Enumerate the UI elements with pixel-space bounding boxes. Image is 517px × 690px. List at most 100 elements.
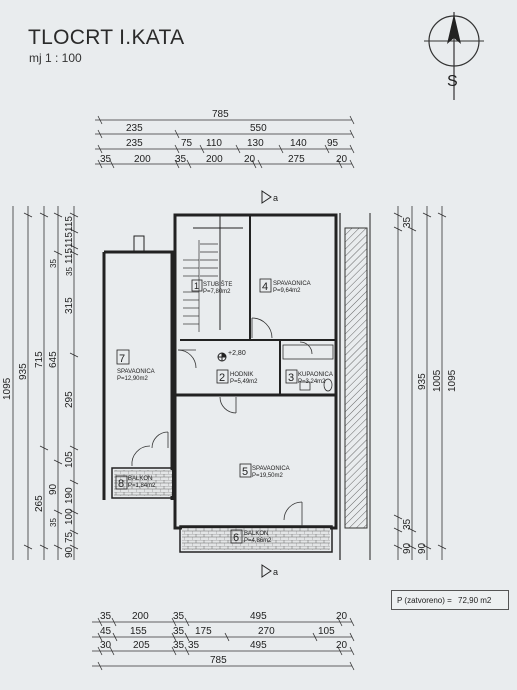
room-3: 3 KUPAONICA P=3,24m2: [285, 369, 333, 385]
dim-label: 35: [402, 216, 413, 228]
dim-label: 275: [288, 154, 305, 165]
section-marker-top: a: [261, 190, 278, 204]
room-name: SPAVAONICA: [252, 466, 290, 472]
section-marker-label: a: [273, 567, 278, 577]
section-marker-bottom: a: [261, 564, 278, 578]
dim-label: 35: [49, 518, 58, 527]
room-number: 5: [242, 466, 248, 478]
room-area: P=4,86m2: [244, 538, 272, 544]
dim-label: 235: [126, 138, 143, 149]
left-dimensions: [12, 206, 79, 560]
room-5: 5 SPAVAONICA P=19,50m2: [239, 463, 290, 479]
dim-label: 155: [130, 626, 147, 637]
total-area-value: 72,90 m2: [458, 596, 492, 605]
dim-label: 315: [64, 297, 75, 314]
room-8: 8 BALKON P=1,84m2: [115, 475, 156, 490]
total-area-label: P (zatvoreno) =: [397, 596, 452, 605]
room-name: SPAVAONICA: [273, 281, 311, 287]
dim-label: 100: [64, 508, 75, 525]
dim-label: 115: [64, 216, 75, 232]
bottom-dimensions: [92, 617, 355, 671]
dim-label: 785: [212, 109, 229, 120]
dim-label: 495: [250, 640, 267, 651]
dim-label: 130: [247, 138, 264, 149]
right-dim-labels: 35 35 90 935 90 1005 1095: [402, 216, 458, 554]
dim-label: 35: [188, 640, 200, 651]
room-name: STUBIŠTE: [203, 281, 232, 288]
dim-label: 20: [336, 154, 348, 165]
room-number: 6: [233, 532, 239, 544]
dim-label: 35: [402, 518, 413, 530]
dim-label: 1095: [2, 377, 13, 400]
room-area: P=3,24m2: [298, 379, 326, 385]
dim-label: 105: [64, 451, 75, 468]
balcony-tiles: [182, 528, 330, 550]
dim-label: 175: [195, 626, 212, 637]
dim-label: 30: [100, 640, 112, 651]
room-area: P=12,90m2: [117, 376, 149, 382]
room-number: 2: [219, 372, 225, 384]
dim-label: 935: [417, 373, 428, 390]
north-compass-icon: S: [424, 12, 484, 100]
dim-label: 200: [132, 611, 149, 622]
dim-label: 105: [318, 626, 335, 637]
dim-label: 20: [336, 640, 348, 651]
page-title: TLOCRT I.KATA: [28, 26, 185, 49]
room-7: 7 SPAVAONICA P=12,90m2: [116, 349, 155, 382]
dim-label: 265: [34, 495, 45, 512]
dim-label: 115: [64, 232, 75, 248]
dim-label: 35: [65, 267, 74, 276]
total-area-box: P (zatvoreno) = 72,90 m2: [391, 590, 509, 610]
bathroom-fixtures: [282, 344, 334, 392]
dim-label: 550: [250, 123, 267, 134]
top-dim-labels: 785 235 550 235 75 110 130 140 95 35 200…: [100, 109, 348, 165]
dim-label: 35: [49, 259, 58, 268]
elevation-label: +2,80: [228, 350, 246, 357]
dim-label: 75: [181, 138, 193, 149]
room-name: SPAVAONICA: [117, 369, 155, 375]
room-6: 6 BALKON P=4,86m2: [230, 529, 272, 544]
dim-label: 90: [402, 542, 413, 554]
dim-label: 90: [48, 483, 59, 495]
dim-label: 295: [64, 391, 75, 408]
room-4: 4 SPAVAONICA P=9,64m2: [259, 278, 311, 294]
dim-label: 645: [48, 351, 59, 368]
room-name: HODNIK: [230, 372, 253, 378]
dim-label: 75: [64, 531, 75, 543]
dim-label: 1095: [447, 369, 458, 392]
dim-label: 235: [126, 123, 143, 134]
dim-label: 200: [134, 154, 151, 165]
room-number: 8: [118, 478, 124, 490]
stairs-icon: [183, 240, 218, 332]
room-name: KUPAONICA: [298, 372, 333, 378]
dim-label: 715: [34, 351, 45, 368]
right-dimensions: [393, 206, 447, 560]
door-swings: [131, 317, 313, 526]
room-number: 4: [262, 281, 268, 293]
dim-label: 90: [417, 542, 428, 554]
top-dimensions: [95, 115, 355, 169]
compass-letter: S: [447, 73, 458, 90]
dim-label: 200: [206, 154, 223, 165]
dim-label: 35: [100, 154, 112, 165]
dim-label: 110: [206, 138, 222, 149]
dim-label: 785: [210, 655, 227, 666]
dim-label: 35: [100, 611, 112, 622]
dim-label: 35: [175, 154, 187, 165]
dim-label: 90: [64, 546, 75, 558]
dim-label: 35: [173, 611, 185, 622]
dim-label: 190: [64, 487, 75, 504]
left-dim-labels: 115 115 115 35 315 295 105 190 100 75 90…: [2, 216, 75, 558]
dim-label: 20: [336, 611, 348, 622]
dim-label: 270: [258, 626, 275, 637]
dim-label: 140: [290, 138, 307, 149]
room-2: 2 HODNIK P=5,49m2: [216, 369, 258, 385]
room-name: BALKON: [128, 476, 152, 482]
room-number: 1: [194, 281, 199, 291]
room-1: 1 STUBIŠTE P=7,80m2: [191, 279, 232, 295]
room-number: 7: [119, 353, 125, 365]
dim-label: 495: [250, 611, 267, 622]
scale-label: mj 1 : 100: [29, 51, 82, 65]
room-area: P=7,80m2: [203, 289, 231, 295]
